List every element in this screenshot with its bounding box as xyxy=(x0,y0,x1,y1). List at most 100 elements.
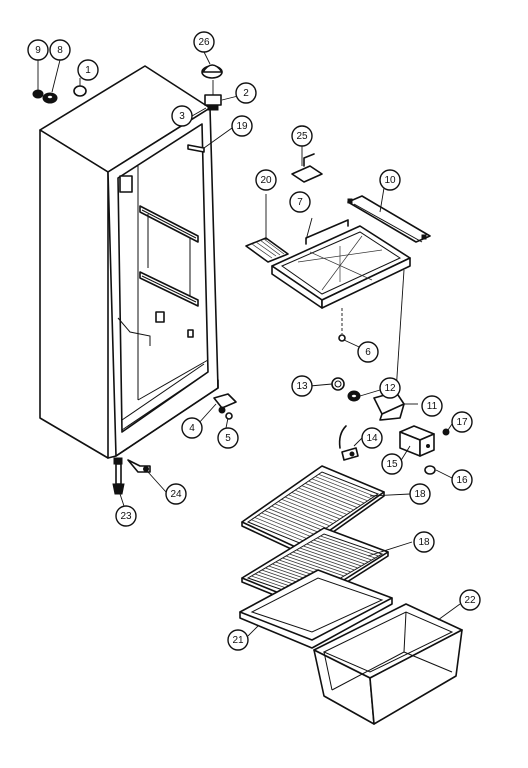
callout-circle xyxy=(231,115,253,137)
callout-label: 1 xyxy=(85,65,91,76)
wire-rod xyxy=(305,483,361,506)
control-assembly xyxy=(331,269,450,475)
callout-label: 17 xyxy=(456,417,468,428)
wire-rod xyxy=(320,535,379,557)
callout-c16: 16 xyxy=(451,469,473,491)
callout-circle xyxy=(451,469,473,491)
wire-rod xyxy=(254,517,310,540)
callout-c15: 15 xyxy=(381,453,403,475)
ice-tray xyxy=(245,194,289,263)
callout-c19: 19 xyxy=(231,115,253,137)
wire-rod xyxy=(313,539,372,561)
callout-label: 11 xyxy=(427,401,438,412)
callout-c12: 12 xyxy=(379,377,401,399)
callout-c22: 22 xyxy=(459,589,481,611)
callout-circle xyxy=(235,82,257,104)
wire-rod xyxy=(303,545,362,567)
callout-circle xyxy=(361,427,383,449)
callout-c7: 7 xyxy=(289,191,311,213)
callout-circle xyxy=(379,377,401,399)
wire-rod xyxy=(298,487,354,511)
callout-circle xyxy=(49,39,71,61)
callout-label: 4 xyxy=(189,423,195,434)
callout-c1: 1 xyxy=(77,59,99,81)
callout-c18b: 18 xyxy=(413,531,435,553)
callout-circle xyxy=(227,629,249,651)
callout-label: 26 xyxy=(198,37,210,48)
callout-circle xyxy=(413,531,435,553)
wire-rod xyxy=(318,473,375,497)
callout-circle xyxy=(381,453,403,475)
callout-circle xyxy=(289,191,311,213)
wire-rod xyxy=(306,543,365,565)
callout-circle xyxy=(171,105,193,127)
callouts: 1234567891011121314151617181819202122232… xyxy=(27,31,481,651)
callout-circle xyxy=(459,589,481,611)
callout-c26: 26 xyxy=(193,31,215,53)
callout-c10: 10 xyxy=(379,169,401,191)
callout-circle xyxy=(165,483,187,505)
callout-circle xyxy=(451,411,473,433)
callout-c23: 23 xyxy=(115,505,137,527)
callout-c24: 24 xyxy=(165,483,187,505)
callout-circle xyxy=(291,375,313,397)
callout-label: 25 xyxy=(296,131,308,142)
wire-rod xyxy=(274,503,330,527)
callout-label: 18 xyxy=(418,537,430,548)
wire-rod xyxy=(281,498,337,522)
callout-c9: 9 xyxy=(27,39,49,61)
wire-rod xyxy=(288,494,344,518)
wire-rod xyxy=(291,492,348,515)
callout-c21: 21 xyxy=(227,629,249,651)
callout-label: 22 xyxy=(464,595,476,606)
callout-c3: 3 xyxy=(171,105,193,127)
wire-shelf-upper xyxy=(241,465,385,555)
callout-c6: 6 xyxy=(357,341,379,363)
wire-rod xyxy=(257,514,313,538)
callout-circle xyxy=(77,59,99,81)
callout-c4: 4 xyxy=(181,417,203,439)
callout-label: 8 xyxy=(57,45,63,56)
wire-rod xyxy=(264,510,320,533)
callout-circle xyxy=(291,125,313,147)
callout-c14: 14 xyxy=(361,427,383,449)
callout-c13: 13 xyxy=(291,375,313,397)
callout-label: 14 xyxy=(366,433,378,444)
wire-rod xyxy=(301,485,358,508)
wire-rod xyxy=(316,537,376,559)
callout-circle xyxy=(255,169,277,191)
wire-rod xyxy=(308,480,365,504)
callout-circle xyxy=(193,31,215,53)
callout-label: 13 xyxy=(296,381,308,392)
callout-label: 24 xyxy=(170,489,182,500)
callout-label: 21 xyxy=(232,635,244,646)
top-hinge-assembly xyxy=(187,64,223,153)
leader-lines xyxy=(37,51,461,637)
callout-circle xyxy=(379,169,401,191)
callout-circle xyxy=(115,505,137,527)
wire-rod xyxy=(289,553,348,575)
callout-label: 9 xyxy=(35,45,41,56)
wire-rod xyxy=(285,555,345,577)
wire-rod xyxy=(278,501,334,524)
leg-assembly xyxy=(112,457,151,507)
wire-rod xyxy=(271,505,327,529)
callout-circle xyxy=(181,417,203,439)
wire-rod xyxy=(261,512,316,536)
wire-rod xyxy=(292,551,352,573)
freezer-shelf xyxy=(271,219,411,342)
callout-label: 3 xyxy=(179,111,185,122)
wire-rod xyxy=(251,519,306,543)
callout-c17: 17 xyxy=(451,411,473,433)
callout-c20: 20 xyxy=(255,169,277,191)
wire-rod xyxy=(284,496,341,520)
callout-label: 6 xyxy=(365,347,371,358)
crisper-drawer xyxy=(313,603,463,725)
callout-c25: 25 xyxy=(291,125,313,147)
wire-rod xyxy=(311,478,368,502)
callout-label: 12 xyxy=(384,383,396,394)
shelf-rail xyxy=(347,187,431,243)
callout-circle xyxy=(357,341,379,363)
callout-circle xyxy=(409,483,431,505)
